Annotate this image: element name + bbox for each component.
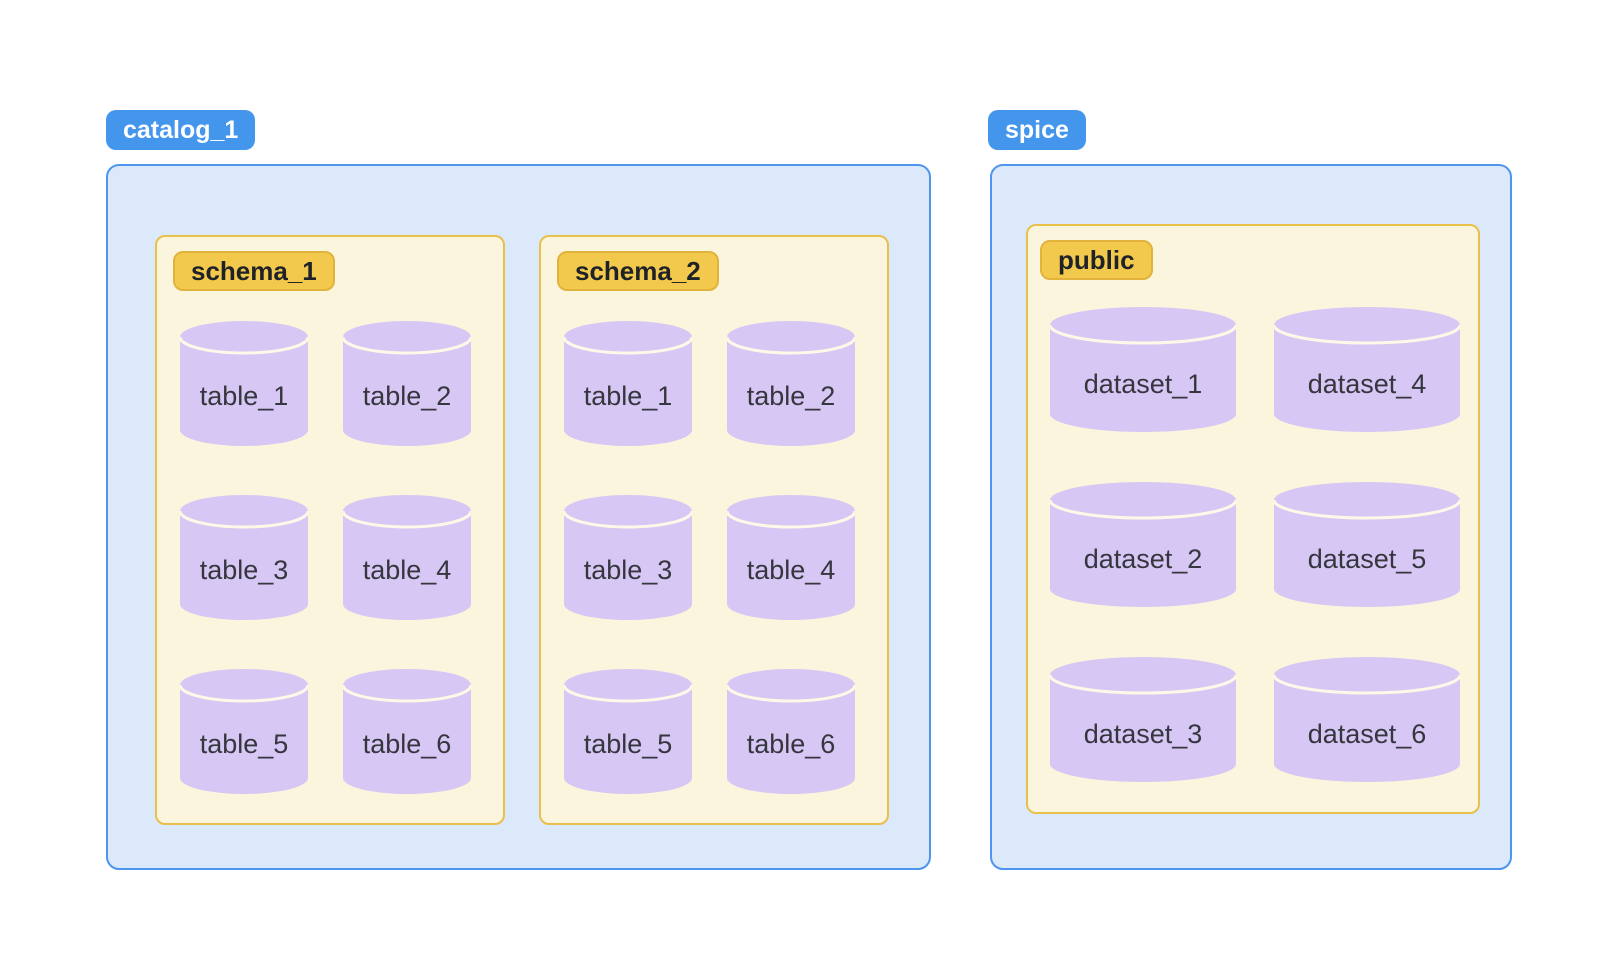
schema-1-table-grid: table_1 table_2 table_3 — [180, 321, 471, 794]
dataset-label: dataset_3 — [1083, 719, 1203, 749]
database-cylinder-icon — [180, 669, 308, 794]
database-cylinder-icon — [1274, 657, 1460, 782]
dataset-label: dataset_2 — [1083, 544, 1203, 574]
table-label: table_2 — [746, 381, 836, 411]
table-label: table_6 — [746, 729, 836, 759]
database-cylinder-icon — [1050, 307, 1236, 432]
database-cylinder-icon — [343, 669, 471, 794]
dataset-label: dataset_4 — [1307, 369, 1427, 399]
table-cylinder: table_3 — [564, 495, 692, 620]
database-cylinder-icon — [564, 495, 692, 620]
dataset-label: dataset_5 — [1307, 544, 1427, 574]
database-cylinder-icon — [180, 321, 308, 446]
catalog-1-container: schema_1 table_1 table_2 — [106, 164, 931, 870]
table-cylinder: table_3 — [180, 495, 308, 620]
table-cylinder: table_1 — [564, 321, 692, 446]
database-cylinder-icon — [343, 495, 471, 620]
schema-2-table-grid: table_1 table_2 table_3 — [564, 321, 855, 794]
table-label: table_3 — [583, 555, 673, 585]
dataset-cylinder: dataset_3 — [1050, 657, 1236, 782]
dataset-label: dataset_6 — [1307, 719, 1427, 749]
table-label: table_1 — [583, 381, 673, 411]
table-cylinder: table_4 — [343, 495, 471, 620]
dataset-cylinder: dataset_6 — [1274, 657, 1460, 782]
table-cylinder: table_2 — [727, 321, 855, 446]
public-schema-box: public dataset_1 dataset_4 — [1026, 224, 1480, 814]
table-label: table_1 — [199, 381, 289, 411]
dataset-cylinder: dataset_4 — [1274, 307, 1460, 432]
table-cylinder: table_5 — [564, 669, 692, 794]
database-cylinder-icon — [1274, 482, 1460, 607]
table-label: table_5 — [199, 729, 289, 759]
database-cylinder-icon — [1050, 482, 1236, 607]
table-label: table_6 — [362, 729, 452, 759]
spice-badge: spice — [988, 110, 1086, 150]
database-cylinder-icon — [727, 669, 855, 794]
database-cylinder-icon — [564, 669, 692, 794]
schema-1-badge: schema_1 — [173, 251, 335, 291]
public-schema-badge: public — [1040, 240, 1153, 280]
database-cylinder-icon — [1050, 657, 1236, 782]
schema-2-box: schema_2 table_1 table_2 — [539, 235, 889, 825]
table-label: table_5 — [583, 729, 673, 759]
table-cylinder: table_6 — [727, 669, 855, 794]
database-cylinder-icon — [1274, 307, 1460, 432]
table-cylinder: table_1 — [180, 321, 308, 446]
table-cylinder: table_5 — [180, 669, 308, 794]
schema-2-badge: schema_2 — [557, 251, 719, 291]
table-label: table_2 — [362, 381, 452, 411]
database-cylinder-icon — [343, 321, 471, 446]
database-cylinder-icon — [727, 495, 855, 620]
database-cylinder-icon — [180, 495, 308, 620]
dataset-cylinder: dataset_1 — [1050, 307, 1236, 432]
dataset-label: dataset_1 — [1083, 369, 1203, 399]
database-cylinder-icon — [727, 321, 855, 446]
dataset-cylinder: dataset_5 — [1274, 482, 1460, 607]
database-cylinder-icon — [564, 321, 692, 446]
spice-container: public dataset_1 dataset_4 — [990, 164, 1512, 870]
table-cylinder: table_2 — [343, 321, 471, 446]
table-cylinder: table_6 — [343, 669, 471, 794]
table-cylinder: table_4 — [727, 495, 855, 620]
public-dataset-grid: dataset_1 dataset_4 dataset_2 — [1050, 307, 1460, 782]
dataset-cylinder: dataset_2 — [1050, 482, 1236, 607]
table-label: table_4 — [362, 555, 452, 585]
schema-1-box: schema_1 table_1 table_2 — [155, 235, 505, 825]
table-label: table_4 — [746, 555, 836, 585]
table-label: table_3 — [199, 555, 289, 585]
catalog-1-badge: catalog_1 — [106, 110, 256, 150]
